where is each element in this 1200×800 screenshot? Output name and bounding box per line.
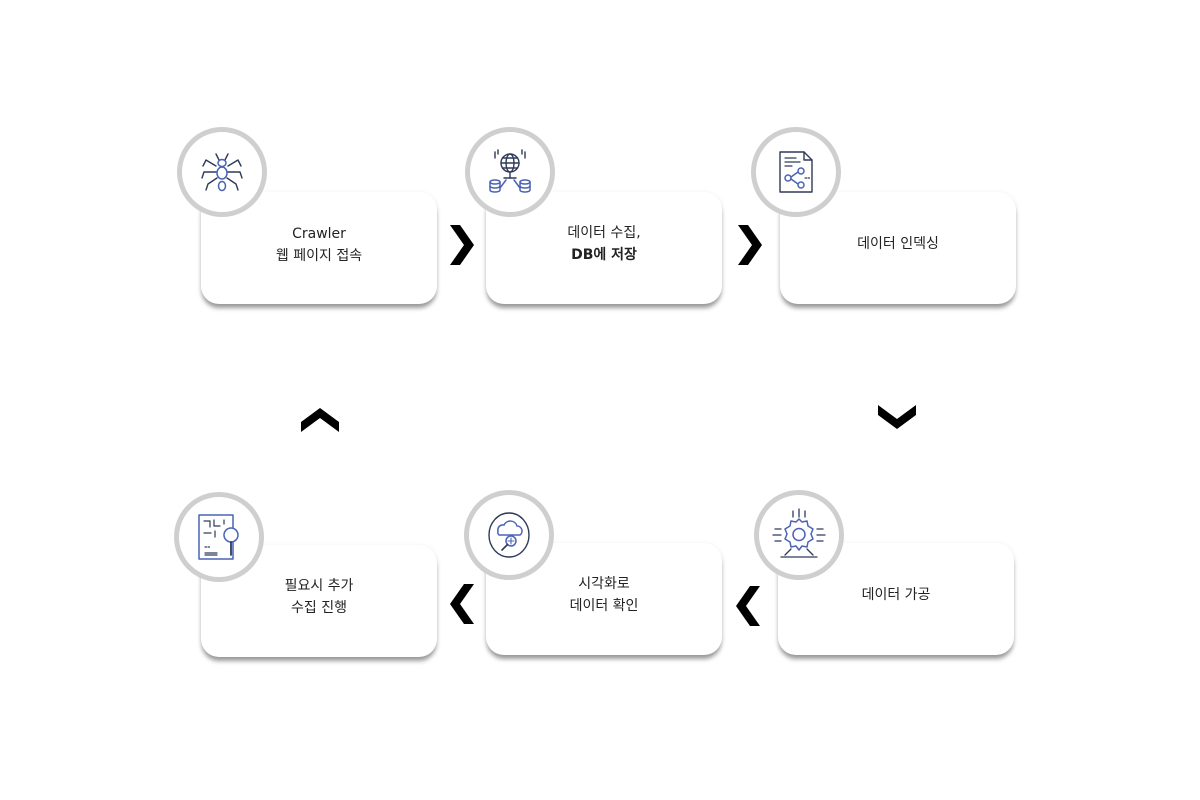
arrow-right-icon — [450, 225, 474, 265]
icon-badge-process — [754, 490, 844, 580]
step-line-2: DB에 저장 — [571, 247, 637, 263]
spider-icon — [201, 153, 243, 192]
step-line-2: 데이터 확인 — [569, 598, 639, 614]
arrow-up-icon — [301, 408, 339, 432]
arrow-left-icon — [736, 586, 760, 626]
globe-database-icon — [489, 149, 531, 193]
icon-badge-extra — [174, 492, 264, 582]
step-line-1: 데이터 인덱싱 — [857, 236, 939, 252]
cloud-search-icon — [488, 512, 530, 558]
step-card-index: 데이터 인덱싱 — [780, 192, 1016, 304]
arrow-right-icon — [738, 225, 762, 265]
board-magnifier-icon — [198, 514, 239, 560]
step-line-1: 데이터 수집, — [567, 225, 641, 241]
step-line-2: 수집 진행 — [291, 600, 347, 616]
step-line-2: 웹 페이지 접속 — [275, 248, 363, 264]
arrow-left-icon — [450, 584, 474, 624]
arrow-down-icon — [878, 405, 916, 429]
step-line-1: 필요시 추가 — [284, 578, 354, 594]
icon-badge-index — [751, 127, 841, 217]
step-line-1: 데이터 가공 — [861, 587, 931, 603]
icon-badge-crawl — [177, 127, 267, 217]
icon-badge-collect — [465, 127, 555, 217]
icon-badge-visualize — [464, 490, 554, 580]
step-line-1: 시각화로 — [578, 576, 630, 592]
step-line-1: Crawler — [292, 226, 346, 242]
gear-circuit-icon — [772, 508, 826, 558]
document-share-icon — [779, 151, 813, 193]
